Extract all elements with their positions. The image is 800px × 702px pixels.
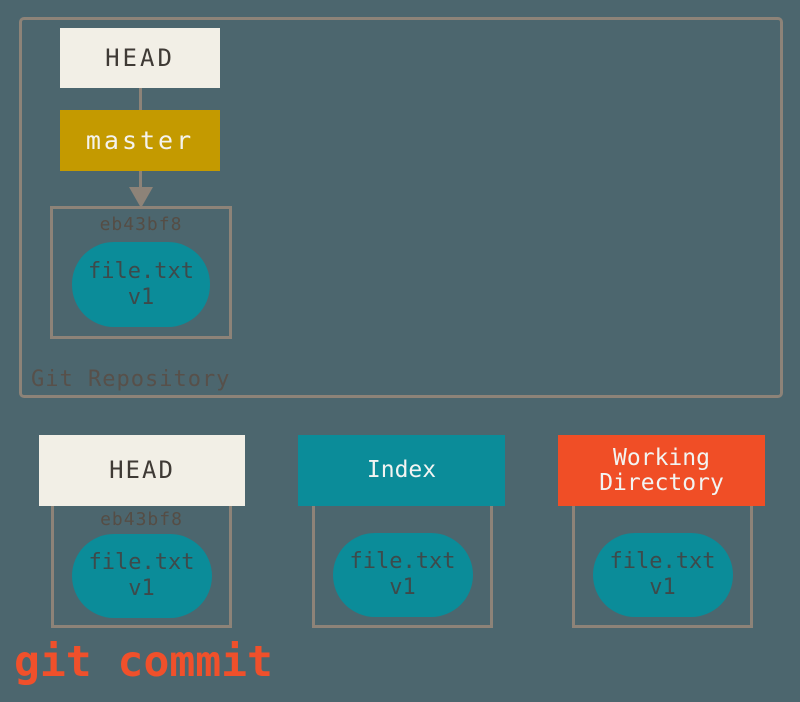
file-blob: file.txt v1 [72,242,210,327]
commit-hash: eb43bf8 [99,214,183,235]
head-ref-box: HEAD [60,28,220,88]
file-version: v1 [649,575,676,600]
commit-hash: eb43bf8 [100,509,183,530]
file-name: file.txt [609,549,716,574]
file-blob: file.txt v1 [592,533,733,617]
file-name: file.txt [88,258,194,284]
arrow-down-icon [129,187,153,208]
master-to-commit-connector [139,171,142,188]
file-blob: file.txt v1 [332,533,473,617]
master-branch-box: master [60,110,220,171]
area-header-working-directory: Working Directory [558,435,765,506]
file-name: file.txt [88,550,195,575]
area-header-index: Index [298,435,505,506]
file-blob: file.txt v1 [71,534,212,618]
area-header-head: HEAD [39,435,245,506]
file-version: v1 [127,284,155,310]
file-version: v1 [128,576,155,601]
working-directory-file-box: file.txt v1 [572,506,753,628]
repository-label: Git Repository [31,367,231,392]
head-file-box: eb43bf8 file.txt v1 [51,506,232,628]
git-command-caption: git commit [14,637,273,687]
git-repository-panel: HEAD master eb43bf8 file.txt v1 Git Repo… [19,17,783,398]
head-to-master-connector [139,88,142,110]
index-file-box: file.txt v1 [312,506,493,628]
commit-box: eb43bf8 file.txt v1 [50,206,232,339]
file-name: file.txt [349,549,456,574]
file-version: v1 [389,575,416,600]
